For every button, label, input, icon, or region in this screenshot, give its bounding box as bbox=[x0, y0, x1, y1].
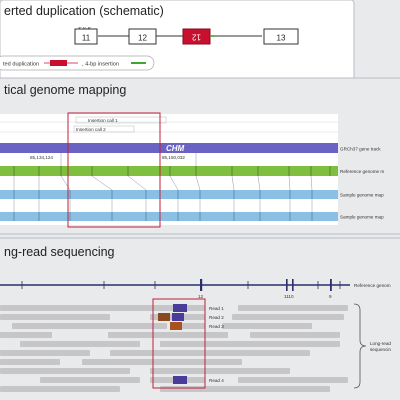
sample-map-2-bar bbox=[0, 212, 338, 221]
legend-ins-label: , 4-bp insertion bbox=[82, 62, 119, 68]
reference-map-sites bbox=[13, 166, 331, 176]
exon-12-box bbox=[128, 28, 157, 45]
exon-11: 11 bbox=[74, 28, 98, 45]
sample-map-1-sites bbox=[13, 190, 313, 199]
panel-long-read-title: ng-read sequencing bbox=[4, 245, 115, 259]
read-3-dup bbox=[170, 322, 182, 330]
exon-13: 13 bbox=[263, 28, 299, 45]
read-dup-segments bbox=[158, 304, 187, 384]
gene-symbol: CHM bbox=[166, 144, 185, 153]
panel-schematic: erted duplication (schematic) 3' to 5' 1… bbox=[0, 0, 355, 85]
read-label-4: Read 4 bbox=[209, 378, 224, 383]
track-label-gene: GRCh37 gene track bbox=[340, 147, 381, 152]
panel-genome-mapping: tical genome mapping Insertion call 1 In… bbox=[0, 77, 400, 235]
insertion-call-1-label: Insertion call 1 bbox=[88, 118, 118, 123]
coord-left: 85,134,124 bbox=[30, 155, 53, 160]
schematic-legend: ted duplication , 4-bp insertion bbox=[0, 55, 155, 71]
exon-13-label: 13 bbox=[277, 34, 286, 43]
group-label-line-1: Long-read bbox=[370, 341, 391, 346]
insertion-call-2-label: Insertion call 2 bbox=[76, 127, 106, 132]
exon-12-label: 12 bbox=[138, 34, 147, 43]
read-label-2: Read 2 bbox=[209, 315, 224, 320]
coord-right: 85,150,032 bbox=[162, 155, 185, 160]
read-2-dup-a bbox=[158, 313, 170, 321]
group-label-line-2: sequencin bbox=[370, 347, 391, 352]
panel-schematic-title: erted duplication (schematic) bbox=[4, 4, 164, 18]
read-highlight-box bbox=[152, 298, 206, 389]
sample-map-2-sites bbox=[13, 212, 313, 221]
panel-genome-mapping-title: tical genome mapping bbox=[4, 83, 126, 97]
exon-tick-12: 12 bbox=[198, 294, 204, 299]
exon-tick-11-10: 1110 bbox=[284, 294, 294, 299]
exon-12-dup-label: 12 bbox=[192, 33, 201, 42]
legend-ins-swatch bbox=[131, 62, 146, 64]
read-label-3: Read 3 bbox=[209, 324, 224, 329]
exon-11-box bbox=[74, 28, 98, 45]
exon-12-duplicated: 12 bbox=[182, 28, 215, 45]
insertion-call-2-box bbox=[73, 125, 135, 133]
exon-13-box bbox=[263, 28, 299, 45]
insertion-highlight-box bbox=[67, 112, 161, 228]
sample-map-1-bar bbox=[0, 190, 338, 199]
read-2-dup-b bbox=[172, 313, 184, 321]
reference-map-bar bbox=[0, 166, 338, 176]
read-1-dup bbox=[173, 304, 187, 312]
reference-axis-ticks bbox=[21, 281, 341, 289]
read-4-dup bbox=[173, 376, 187, 384]
track-label-reference: Reference genome m bbox=[340, 169, 384, 174]
reference-genome-label: Reference genom bbox=[354, 283, 391, 288]
gene-track-bar bbox=[0, 143, 338, 153]
insertion-call-1-box bbox=[75, 116, 167, 124]
exon-marks bbox=[200, 279, 332, 291]
reads-bracket bbox=[353, 303, 367, 389]
insertion-mark bbox=[210, 35, 215, 37]
track-label-sample-1: Sample genome map bbox=[340, 193, 384, 198]
exon-tick-9: 9 bbox=[329, 294, 332, 299]
panel-long-read: ng-read sequencing 12 1110 9 Reference g… bbox=[0, 237, 400, 400]
exon-11-label: 11 bbox=[82, 34, 91, 43]
track-label-sample-2: Sample genome map bbox=[340, 215, 384, 220]
read-label-1: Read 1 bbox=[209, 306, 224, 311]
legend-dup-label: ted duplication bbox=[3, 62, 39, 68]
exon-12: 12 bbox=[128, 28, 157, 45]
